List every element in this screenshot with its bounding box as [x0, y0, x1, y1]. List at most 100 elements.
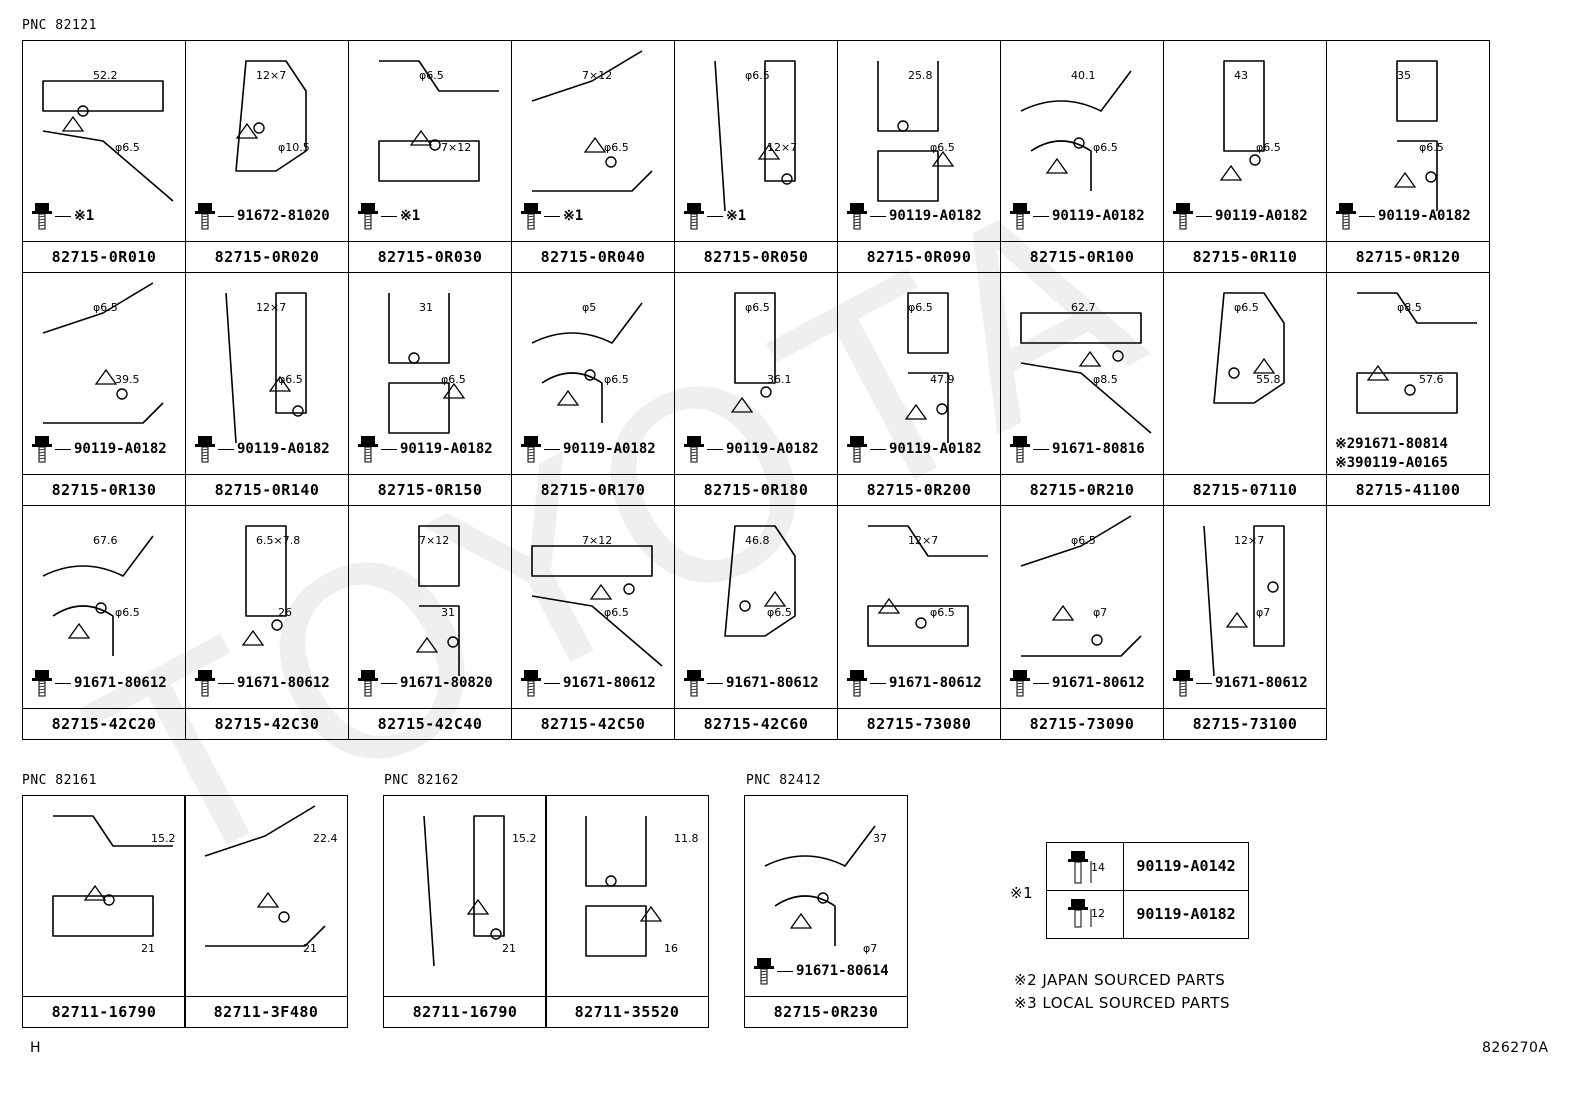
bolt-icon	[1010, 670, 1030, 697]
bolt-part-number: ※1	[726, 208, 747, 224]
bolt-callout: 90119-A0182	[683, 434, 819, 464]
dimension-label: 15.2	[151, 832, 176, 845]
bolt-part-number: 90119-A0182	[74, 441, 167, 457]
bolt-part-number: 91671-80612	[1215, 675, 1308, 691]
dimension-label: φ6.5	[441, 373, 466, 386]
part-cell[interactable]: φ6.5 55.8 82715-07110	[1163, 272, 1327, 506]
dimension-label: φ6.5	[745, 301, 770, 314]
part-drawing	[225, 292, 307, 444]
bolt-callout: 90119-A0182	[1172, 201, 1308, 231]
bolt-callout: 91671-80614	[753, 956, 889, 986]
bolt-callout: 91671-80612	[846, 668, 982, 698]
part-drawing	[724, 525, 796, 637]
part-drawing	[241, 525, 287, 646]
part-number: 82715-0R090	[838, 241, 1000, 272]
bolt-icon	[1068, 851, 1092, 884]
dimension-label: 21	[502, 942, 516, 955]
bolt-callout: ※1	[520, 201, 583, 231]
bolt-part-number: 91671-80612	[1052, 675, 1145, 691]
dimension-label: 31	[419, 301, 433, 314]
bolt-part-number: ※390119-A0165	[1335, 455, 1448, 471]
dimension-label: φ6.5	[115, 606, 140, 619]
part-drawing	[1219, 60, 1265, 181]
part-number: 82715-0R140	[186, 474, 348, 505]
bolt-part-number: 91671-80612	[889, 675, 982, 691]
bolt-icon	[847, 670, 867, 697]
bolt-part-number: ※1	[563, 208, 584, 224]
part-drawing	[235, 60, 307, 172]
part-number: 82715-0R170	[512, 474, 674, 505]
dimension-label: φ6.5	[1234, 301, 1259, 314]
part-drawing	[1020, 515, 1142, 657]
part-drawing	[764, 825, 876, 946]
bolt-callout: 90119-A0182	[194, 434, 330, 464]
bolt-callout: 91671-80612	[1172, 668, 1308, 698]
part-number: 82715-42C40	[349, 708, 511, 739]
bolt-spec-row: 12 90119-A0182	[1047, 891, 1248, 938]
bolt-icon	[684, 670, 704, 697]
part-number: 82715-0R230	[745, 996, 907, 1027]
bolt-icon	[684, 436, 704, 463]
bolt-icon	[358, 203, 378, 230]
bolt-callout: 90119-A0182	[31, 434, 167, 464]
dimension-label: φ6.5	[930, 606, 955, 619]
bolt-callout: 91671-80612	[1009, 668, 1145, 698]
bolt-part-number: 91671-80820	[400, 675, 493, 691]
dimension-label: 67.6	[93, 534, 118, 547]
bolt-callout: ※1	[683, 201, 746, 231]
dimension-label: φ6.5	[930, 141, 955, 154]
dimension-label: 57.6	[1419, 373, 1444, 386]
bolt-spec-table: 14 90119-A0142 12 90119-A0182	[1046, 842, 1249, 939]
dimension-label: φ6.5	[419, 69, 444, 82]
bolt-callout: ※291671-80814	[1335, 436, 1448, 452]
bolt-callout: 91671-80612	[31, 668, 167, 698]
bolt-part-number: 90119-A0182	[563, 441, 656, 457]
dimension-label: 40.1	[1071, 69, 1096, 82]
part-drawing	[904, 292, 949, 443]
part-number: 82715-07110	[1164, 474, 1326, 505]
part-number: 82715-0R010	[23, 241, 185, 272]
bolt-icon	[32, 436, 52, 463]
dimension-label: φ6.5	[1256, 141, 1281, 154]
dimension-label: φ6.5	[1419, 141, 1444, 154]
dimension-label: 12×7	[256, 69, 287, 82]
part-number: 82715-0R050	[675, 241, 837, 272]
bolt-callout: 90119-A0182	[357, 434, 493, 464]
dimension-label: 16	[664, 942, 678, 955]
dimension-label: 55.8	[1256, 373, 1281, 386]
dimension-label: 12×7	[1234, 534, 1265, 547]
bolt-part-number: ※1	[400, 208, 421, 224]
dimension-label: 7×12	[582, 534, 613, 547]
part-drawing	[877, 61, 955, 202]
